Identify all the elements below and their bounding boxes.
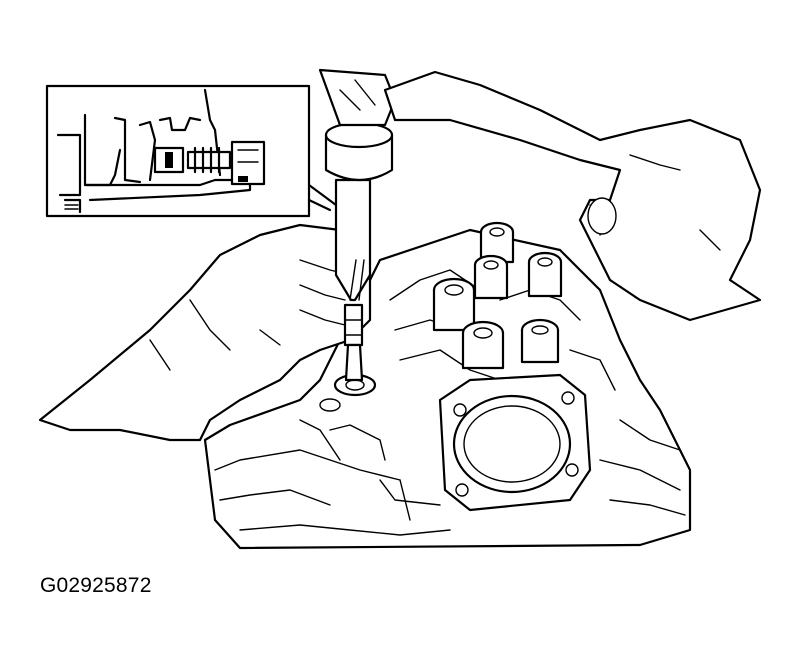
valve-guide-driver: [334, 178, 372, 382]
right-arm: [383, 70, 762, 322]
inset-detail: [45, 84, 338, 218]
port-flange: [438, 373, 592, 512]
valve-guide-installation-illustration: [38, 68, 762, 550]
head-bosses: [432, 221, 563, 370]
figure-code: G02925872: [40, 574, 152, 597]
hammer: [318, 68, 397, 181]
